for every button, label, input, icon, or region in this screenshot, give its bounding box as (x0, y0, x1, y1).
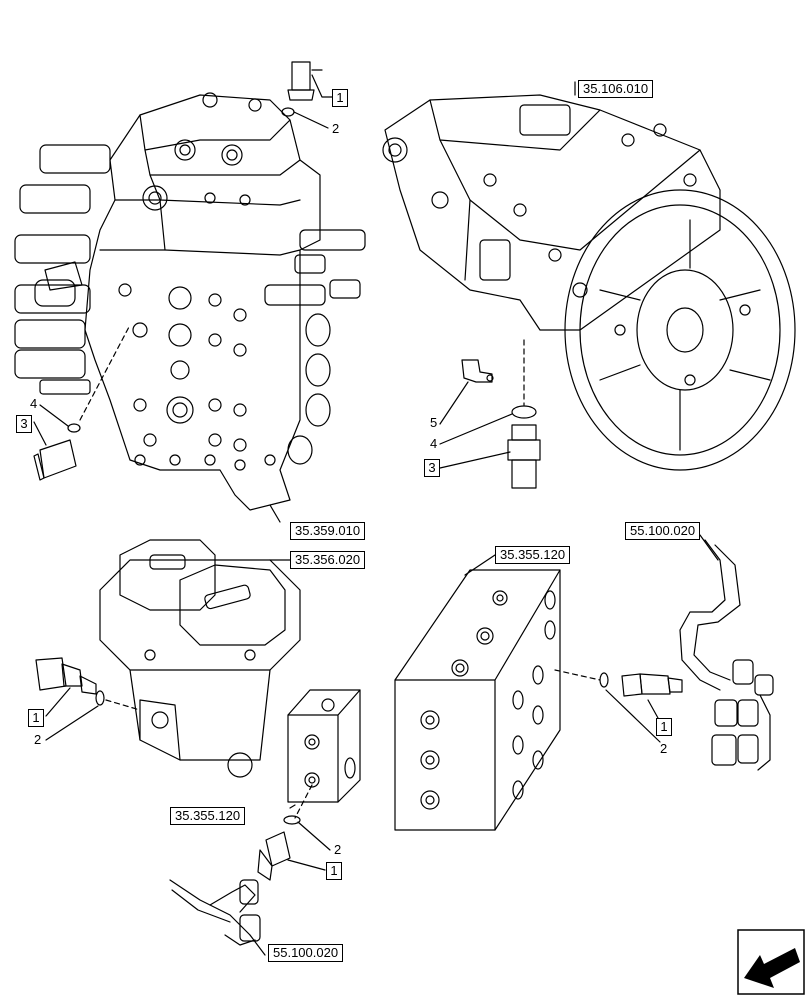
leader-block-sensor (647, 699, 659, 719)
leader-35-355-120-top (464, 554, 496, 576)
small-block-pressure-sensor-drawing (257, 815, 301, 881)
callout-pump-sensor: 3 (424, 459, 440, 477)
leader-55-100-020-bottom (249, 934, 266, 956)
callout-pump-fitting: 5 (430, 415, 438, 430)
leader-pedal-ring (45, 705, 99, 741)
callout-left-ring: 4 (30, 396, 38, 411)
block-pressure-sensor-drawing (599, 672, 683, 697)
top-pressure-sensor-drawing (281, 61, 323, 117)
leader-pump-ring (439, 413, 513, 445)
pump-fitting-drawing (461, 359, 494, 383)
leader-55-100-020-top (699, 534, 719, 561)
leader-top-ring (293, 111, 329, 129)
callout-small-block-ring: 2 (334, 842, 342, 857)
leader-small-block-sensor (287, 859, 326, 871)
ref-35-106-010[interactable]: 35.106.010 (578, 80, 654, 98)
callout-small-block-sensor: 1 (326, 862, 342, 880)
ref-35-355-120-top[interactable]: 35.355.120 (495, 546, 571, 564)
leader-top-sensor (311, 74, 333, 98)
callout-pedal-sensor: 1 (28, 709, 44, 727)
callout-top-sensor: 1 (332, 89, 348, 107)
callout-pedal-ring: 2 (34, 732, 42, 747)
large-valve-block-drawing (394, 569, 561, 831)
leader-35-359-010 (269, 504, 281, 523)
callout-block-ring: 2 (660, 741, 668, 756)
ref-35-359-010[interactable]: 35.359.010 (290, 522, 366, 540)
left-valve-sensor-drawing (33, 423, 81, 481)
callout-block-sensor: 1 (656, 718, 672, 736)
small-valve-block-drawing (287, 689, 361, 803)
leader-pump-sensor (439, 451, 511, 469)
callout-pump-ring: 4 (430, 436, 438, 451)
pump-pressure-sensor-drawing (507, 405, 541, 489)
pedal-pressure-sensor-drawing (35, 657, 105, 706)
callout-top-ring: 2 (332, 121, 340, 136)
leader-pedal-sensor (45, 687, 71, 717)
leader-pump-fitting (439, 381, 469, 425)
ref-55-100-020-top[interactable]: 55.100.020 (625, 522, 701, 540)
right-wiring-harness-drawing (679, 539, 774, 771)
engine-flywheel-drawing (564, 189, 796, 471)
ref-35-355-120-bottom[interactable]: 35.355.120 (170, 807, 246, 825)
ref-35-356-020[interactable]: 35.356.020 (290, 551, 366, 569)
bottom-wiring-harness-drawing (169, 879, 261, 946)
leader-small-block-ring (297, 821, 331, 851)
leader-left-ring (39, 404, 69, 427)
leader-left-sensor (33, 421, 47, 446)
leader-block-ring (605, 689, 661, 743)
main-control-valve-drawing (14, 92, 366, 511)
next-page-arrow-icon[interactable] (737, 929, 805, 995)
callout-left-sensor: 3 (16, 415, 32, 433)
hydraulic-pump-drawing (382, 94, 721, 331)
ref-55-100-020-bottom[interactable]: 55.100.020 (268, 944, 344, 962)
pedal-valve-drawing (99, 539, 301, 778)
leader-35-355-120-bottom (289, 804, 296, 809)
